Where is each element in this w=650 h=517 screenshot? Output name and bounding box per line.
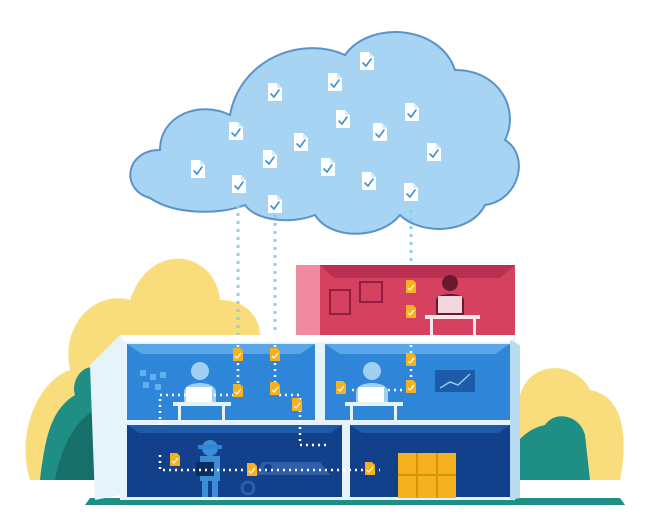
machine <box>255 462 330 475</box>
top-room <box>296 265 515 338</box>
person-head <box>191 362 209 380</box>
folder-file-icon <box>335 380 347 395</box>
sync-lines <box>236 205 413 338</box>
picture-frame <box>329 289 351 315</box>
picture-frame <box>359 281 383 303</box>
folder-file-icon <box>405 352 417 367</box>
folder-file-icon <box>232 383 244 398</box>
folder-file-icon <box>291 397 303 412</box>
building-side <box>510 340 520 500</box>
laptop <box>186 387 212 402</box>
wall-chart <box>435 370 475 392</box>
folder-file-icon <box>405 304 417 319</box>
folder-file-icon <box>246 462 258 477</box>
middle-floor <box>127 344 510 455</box>
person-head <box>442 275 458 291</box>
person-head <box>363 362 381 380</box>
folder-file-icon <box>169 452 181 467</box>
folder-file-icon <box>405 279 417 294</box>
lower-floor <box>127 415 510 498</box>
gear-icon <box>240 480 256 496</box>
folder-file-icon <box>232 347 244 362</box>
folder-file-icon <box>269 347 281 362</box>
folder-file-icon <box>269 381 281 396</box>
filing-cabinets <box>398 453 456 498</box>
laptop <box>438 296 462 313</box>
folder-file-icon <box>364 461 376 476</box>
cloud <box>129 31 520 235</box>
folder-file-icon <box>405 379 417 394</box>
